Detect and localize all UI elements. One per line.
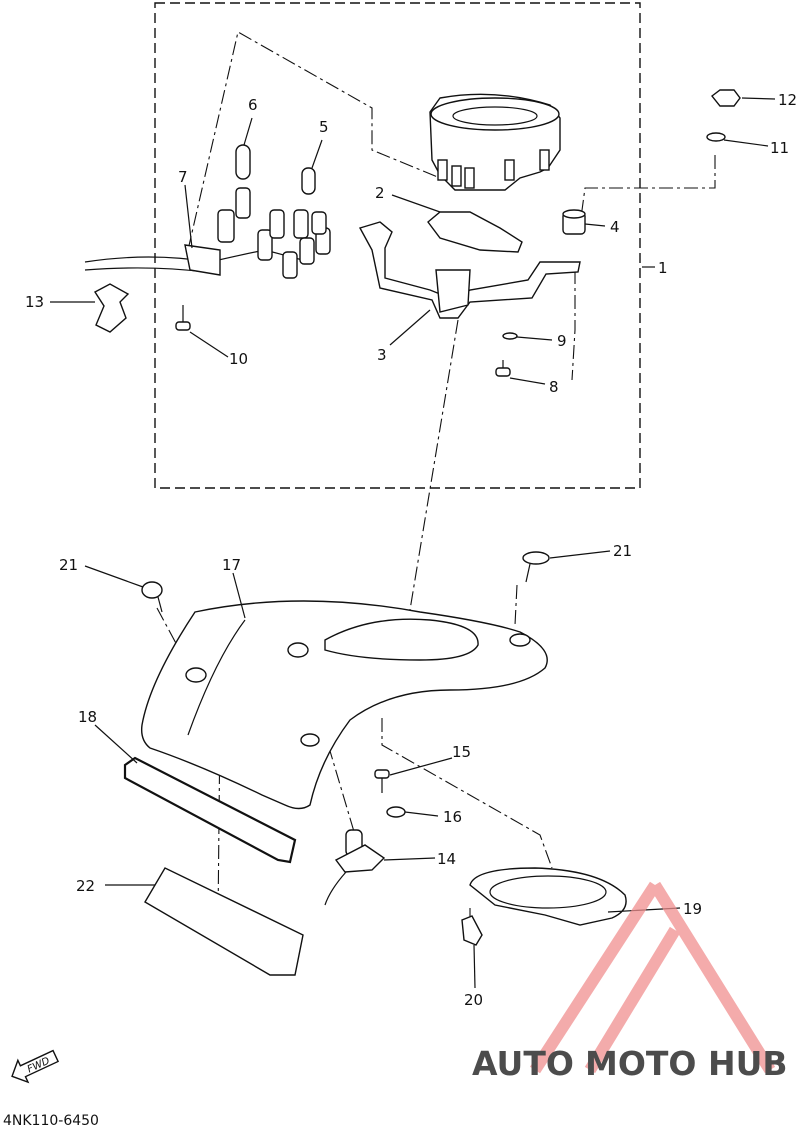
callout-17: 17 (222, 556, 241, 574)
callout-numbers: 1 2 3 4 5 6 7 8 9 10 11 12 13 14 15 16 1… (25, 91, 797, 1009)
meter-cover-part (140, 600, 548, 810)
assembly-outline-box (154, 2, 641, 489)
leader-lines (50, 97, 776, 989)
callout-22: 22 (76, 877, 95, 895)
grommet-part (562, 209, 586, 235)
watermark-triangle (529, 881, 776, 1074)
callout-5: 5 (319, 118, 329, 136)
meter-lens-part (427, 211, 523, 253)
label-plate-part (144, 867, 304, 976)
callout-21-right: 21 (613, 542, 632, 560)
callout-10: 10 (229, 350, 248, 368)
bolt-part-21-right (522, 551, 550, 583)
callout-3: 3 (377, 346, 387, 364)
callout-19: 19 (683, 900, 702, 918)
bolt-part-21-left (141, 581, 163, 613)
callout-14: 14 (437, 850, 456, 868)
clamp-part-13 (94, 283, 130, 333)
callout-2: 2 (375, 184, 385, 202)
callout-1: 1 (658, 259, 668, 277)
clip-part-20 (461, 915, 483, 946)
callout-8: 8 (549, 378, 559, 396)
bulb-part-5 (301, 167, 316, 195)
callout-4: 4 (610, 218, 620, 236)
callout-15: 15 (452, 743, 471, 761)
watermark-moto: MOTO (585, 1044, 696, 1083)
callout-11: 11 (770, 139, 789, 157)
callout-13: 13 (25, 293, 44, 311)
callout-21-left: 21 (59, 556, 78, 574)
callout-16: 16 (443, 808, 462, 826)
nut-part-12 (711, 89, 741, 107)
watermark-hub: HUB (708, 1044, 788, 1083)
fwd-label: FWD (26, 1055, 52, 1075)
washer-part-16 (386, 806, 406, 818)
callout-20: 20 (464, 991, 483, 1009)
meter-bracket (358, 221, 581, 319)
washer-part-9 (502, 332, 518, 340)
indicator-socket-part (324, 829, 386, 906)
washer-part-11 (706, 132, 726, 142)
watermark-logo: AUTO MOTO HUB (472, 881, 788, 1083)
screw-part-15 (374, 769, 390, 793)
callout-6: 6 (248, 96, 258, 114)
bulb-part-6 (235, 144, 251, 180)
seal-strip-part (123, 756, 297, 864)
gasket-ring-part (469, 867, 627, 926)
diagram-code: 4NK110-6450 (3, 1113, 99, 1128)
callout-18: 18 (78, 708, 97, 726)
meter-assembly (429, 93, 561, 191)
watermark-auto: AUTO (472, 1044, 574, 1083)
socket-harness (84, 187, 331, 279)
bracket-tab (435, 269, 471, 313)
callout-12: 12 (778, 91, 797, 109)
callout-9: 9 (557, 332, 567, 350)
callout-7: 7 (178, 168, 188, 186)
screw-part-10 (175, 305, 191, 331)
screw-part-8 (495, 360, 511, 377)
fwd-arrow-icon: FWD (11, 1049, 60, 1084)
